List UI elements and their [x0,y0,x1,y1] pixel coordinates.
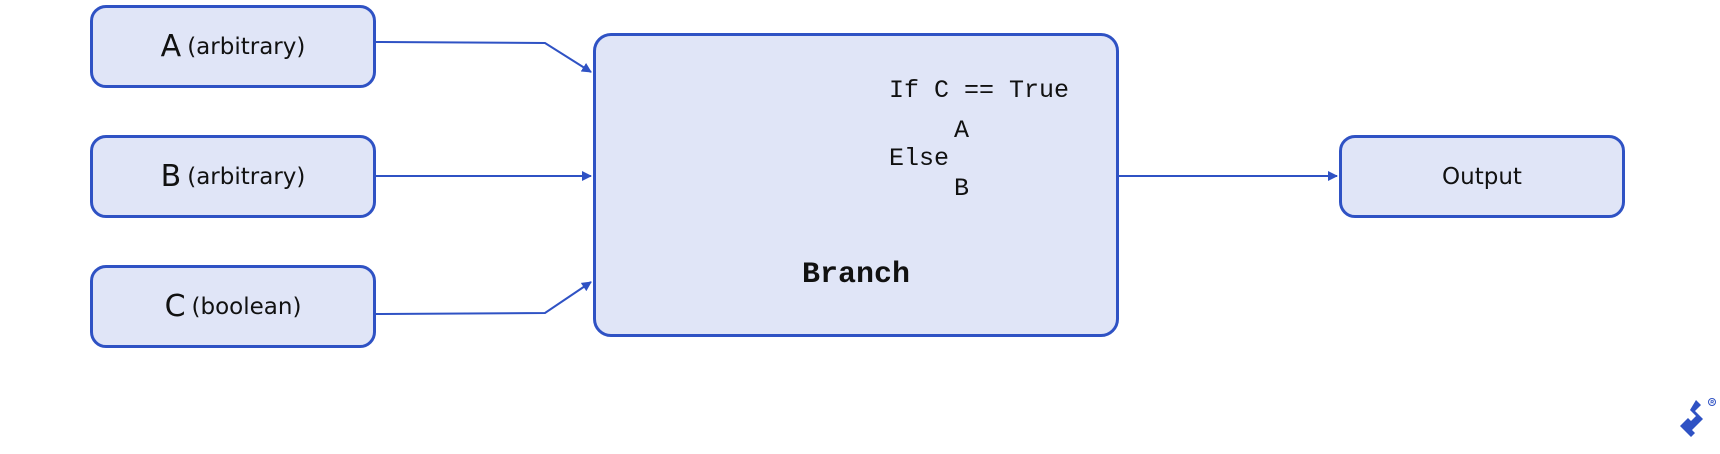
toptal-logo-icon [1680,398,1716,437]
branch-node: If C == True A Else B Branch [593,33,1119,337]
branch-title: Branch [801,258,911,292]
input-c-type: (boolean) [191,293,302,320]
input-node-a: A (arbitrary) [90,5,376,88]
input-a-letter: A [160,29,182,64]
code-line-b: B [954,174,970,203]
code-line-a: A [954,116,970,145]
input-c-letter: C [164,289,186,324]
output-node: Output [1339,135,1625,218]
arrow-c-to-branch [375,281,592,315]
arrow-a-to-branch [375,41,592,73]
code-line-else: Else [889,144,950,173]
input-b-letter: B [160,159,182,194]
code-line-if: If C == True [889,76,1070,105]
input-node-b: B (arbitrary) [90,135,376,218]
input-b-type: (arbitrary) [187,163,306,190]
output-label: Output [1442,163,1522,190]
input-node-c: C (boolean) [90,265,376,348]
input-a-type: (arbitrary) [187,33,306,60]
